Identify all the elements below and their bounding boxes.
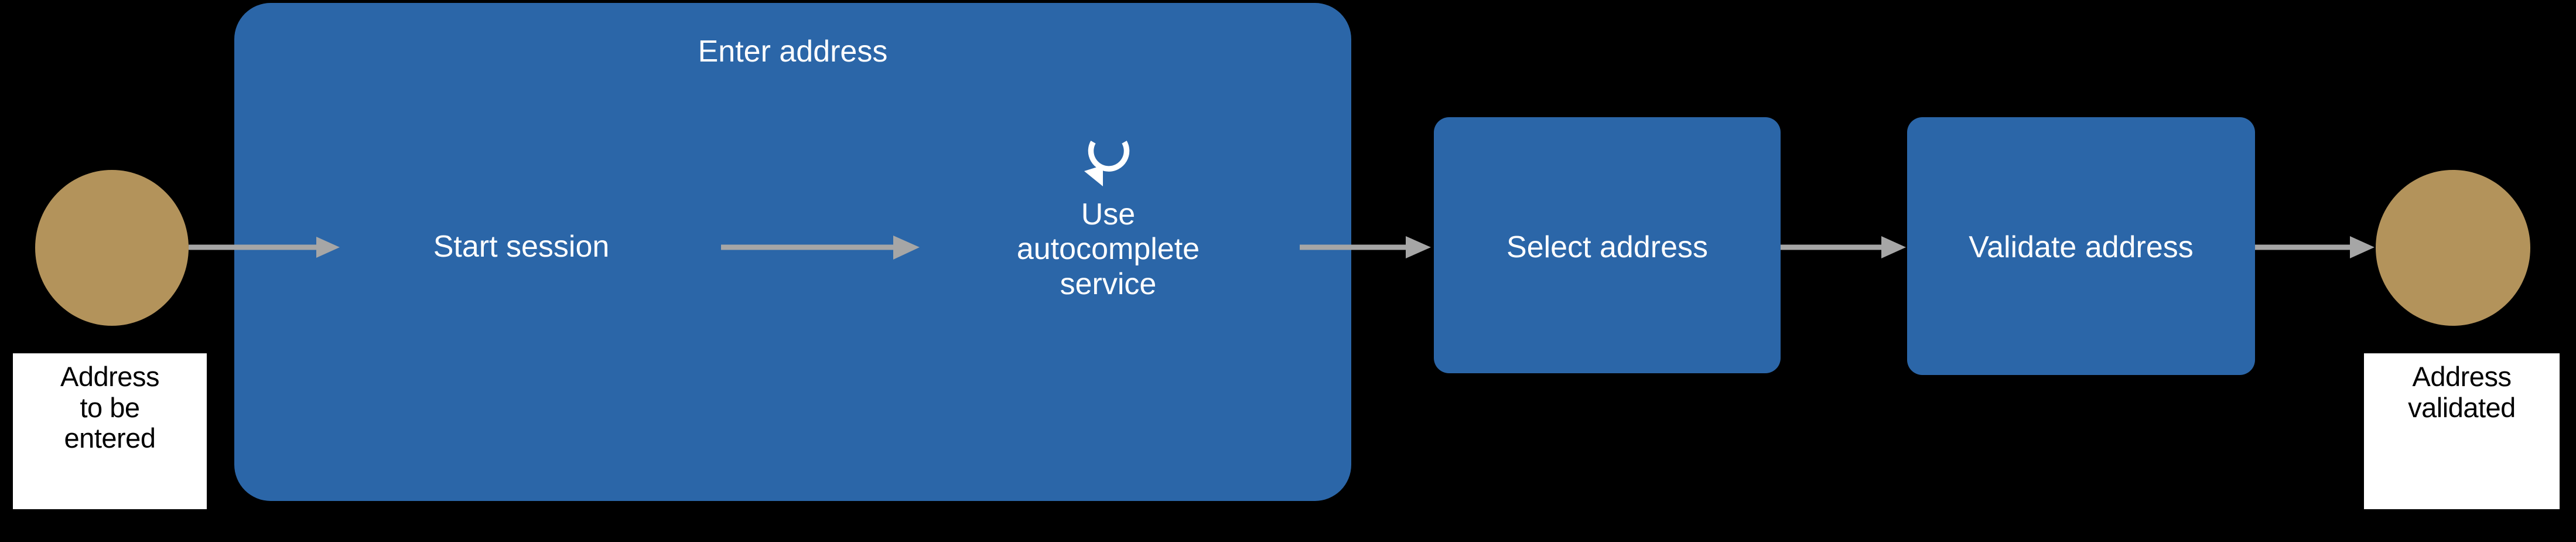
loop-repeat-icon [1084, 141, 1130, 186]
autocomplete-line-1: Use [1081, 197, 1136, 231]
task-label-validate-address: Validate address [1969, 230, 2194, 264]
node-label-use-autocomplete-service[interactable]: Use autocomplete service [937, 197, 1279, 302]
start-terminator-circle[interactable] [35, 170, 189, 326]
connector-start-to-group[interactable] [189, 237, 340, 258]
start-terminator-caption: Address to be entered [13, 353, 207, 509]
group-title-enter-address: Enter address [698, 35, 888, 69]
end-terminator-circle[interactable] [2376, 170, 2530, 326]
end-terminator-caption: Address validated [2364, 353, 2560, 509]
connector-select-to-validate[interactable] [1781, 236, 1906, 258]
start-caption-line-3: entered [64, 422, 156, 454]
start-caption-line-2: to be [80, 391, 140, 423]
end-caption-line-1: Address [2412, 361, 2512, 392]
connector-session-to-autocomplete[interactable] [721, 236, 920, 260]
start-session-line-1: Start session [433, 230, 610, 264]
node-label-start-session[interactable]: Start session [351, 230, 691, 264]
end-caption-line-2: validated [2408, 391, 2516, 423]
task-label-select-address: Select address [1506, 230, 1708, 264]
autocomplete-line-2: autocomplete [1016, 232, 1200, 267]
autocomplete-line-3: service [1060, 267, 1157, 301]
start-caption-line-1: Address [60, 361, 159, 392]
task-box-select-address[interactable] [1434, 117, 1781, 373]
connector-autocomplete-to-select[interactable] [1300, 236, 1431, 258]
connector-validate-to-end[interactable] [2255, 236, 2375, 258]
task-box-validate-address[interactable] [1907, 117, 2255, 375]
group-container-enter-address[interactable] [234, 3, 1351, 501]
